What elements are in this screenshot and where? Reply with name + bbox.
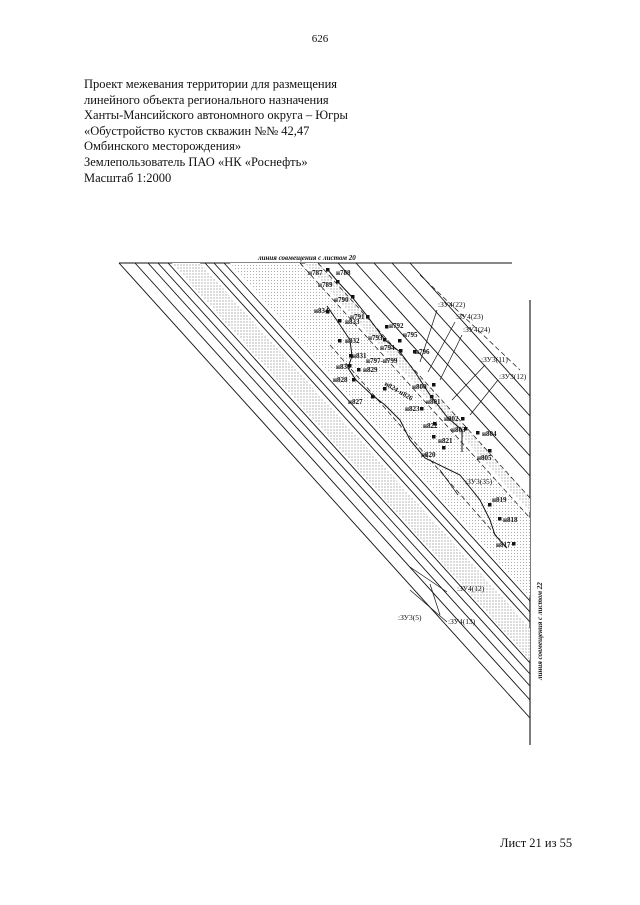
point-label: н797-н799 [366,357,398,365]
point-label: н791 [350,313,365,321]
parcel-label: :ЗУ4(13) [448,617,476,626]
point-label: н804 [482,430,497,438]
point-label: н829 [363,366,378,374]
title-line: Ханты-Мансийского автономного округа – Ю… [84,108,348,123]
parcel-label: :ЗУ3(11) [481,355,508,364]
title-line: Землепользователь ПАО «НК «Роснефть» [84,154,308,169]
point-label: н821 [438,437,453,445]
point-label: н828 [333,376,348,384]
title-line: Масштаб 1:2000 [84,170,172,185]
title-line: «Обустройство кустов скважин №№ 42,47 [84,123,310,138]
vertex-markers [326,268,516,546]
point-label: н831 [352,352,367,360]
boundary-polyline [326,305,508,549]
point-label: н832 [345,337,360,345]
point-label: н795 [403,331,418,339]
shaded-band [230,263,530,597]
point-label: н792 [389,322,404,330]
point-label: н820 [421,451,436,459]
point-label: н822 [423,422,438,430]
point-label: н818 [503,516,518,524]
point-label: н819 [492,496,507,504]
point-label: н794 [380,344,395,352]
point-label: н787 [308,269,323,277]
shaded-band [172,263,530,660]
point-label: н805 [477,454,492,462]
point-label: н830 [336,363,351,371]
right-match-line-label: линия совмещения с листом 22 [536,582,544,681]
point-label: н801 [426,398,441,406]
sheet-number-label: Лист 21 из 55 [500,836,573,850]
point-label: н796 [415,348,430,356]
parcel-label: :ЗУ4(24) [463,325,491,334]
point-label: н803 [451,426,466,434]
point-label: н789 [318,281,333,289]
parcel-label: :ЗУ4(12) [457,584,485,593]
point-label: н817 [496,541,511,549]
diagonal-corridor-lines [118,262,531,719]
title-block: Проект межевания территории для размещен… [84,77,444,186]
point-label: н788 [336,269,351,277]
point-label: н793 [368,334,383,342]
parcel-label: :ЗУ4(22) [438,300,466,309]
point-label: н834 [314,307,329,315]
point-label: н790 [334,296,349,304]
parcel-label: :ЗУ3(12) [499,372,527,381]
label-leaders [409,309,499,623]
top-match-line-label: линия совмещения с листом 20 [257,254,356,262]
title-line: Омбинского месторождения» [84,139,242,154]
title-line: линейного объекта регионального назначен… [84,92,329,107]
parcel-label: :ЗУ4(23) [456,312,484,321]
point-label: н800 [412,383,427,391]
shaded-band [305,263,530,512]
point-label: н833 [345,318,360,326]
point-label: н827 [348,398,363,406]
parcel-label: :ЗУ3(35) [465,477,493,486]
title-line: Проект межевания территории для размещен… [84,77,338,91]
point-label: н802 [444,415,459,423]
page-number: 626 [311,33,329,45]
parcel-label: :ЗУ3(5) [398,613,422,622]
parcel-boundaries [299,262,531,541]
point-label: н823 [405,405,420,413]
